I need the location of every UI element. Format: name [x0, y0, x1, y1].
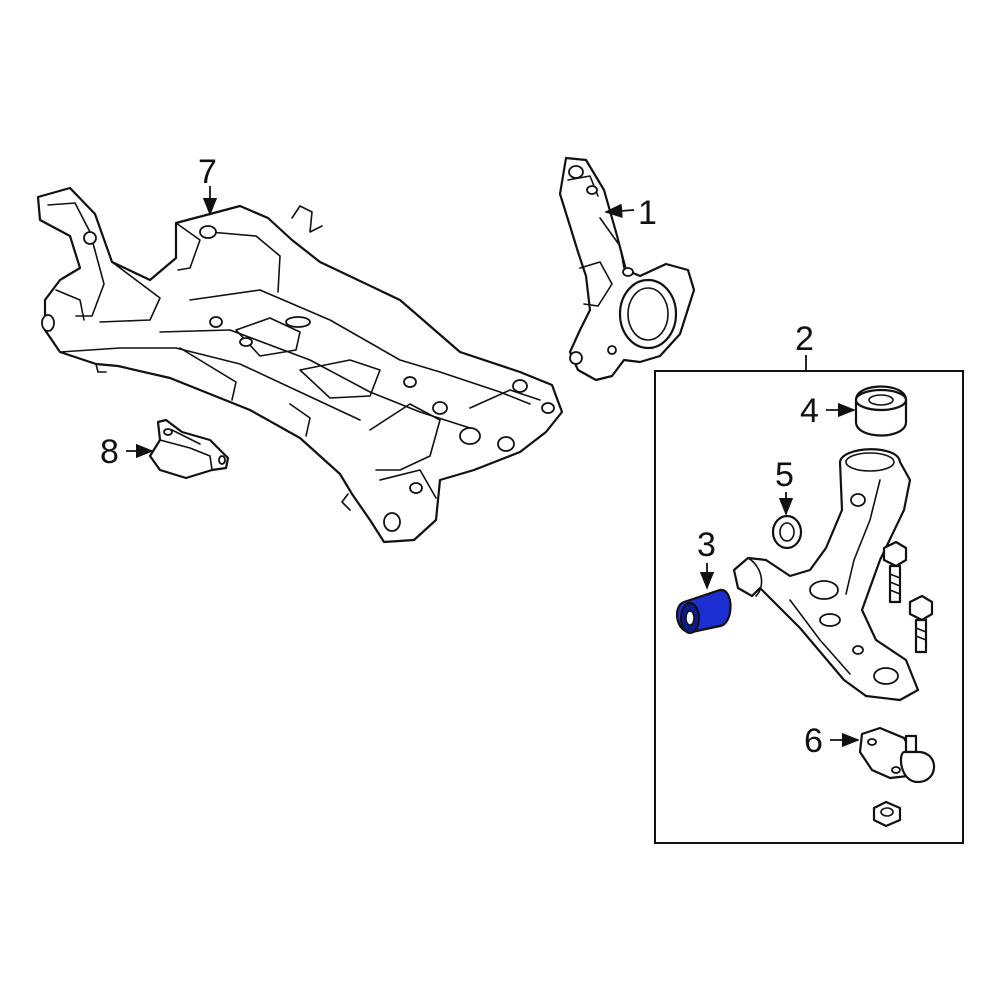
bolt-upper[interactable]: [882, 540, 908, 604]
callout-5: 5: [775, 456, 794, 494]
bracket[interactable]: [148, 418, 230, 480]
callout-4: 4: [800, 392, 819, 430]
callout-1: 1: [638, 194, 657, 232]
bolt-lower[interactable]: [908, 594, 934, 654]
callout-3: 3: [697, 526, 716, 564]
lower-control-arm[interactable]: [732, 448, 920, 702]
bushing-front-highlighted[interactable]: [675, 588, 732, 634]
bushing-rear[interactable]: [854, 385, 908, 437]
steering-knuckle[interactable]: [558, 156, 696, 382]
control-arm-assembly-box: [654, 370, 964, 844]
callout-1-leader: [604, 203, 635, 219]
callout-7: 7: [198, 153, 217, 191]
ball-joint[interactable]: [858, 726, 936, 828]
subframe-crossmember[interactable]: [36, 186, 564, 544]
callout-6: 6: [804, 722, 823, 760]
callout-8: 8: [100, 433, 119, 471]
washer[interactable]: [771, 514, 803, 550]
callout-2: 2: [795, 320, 814, 358]
